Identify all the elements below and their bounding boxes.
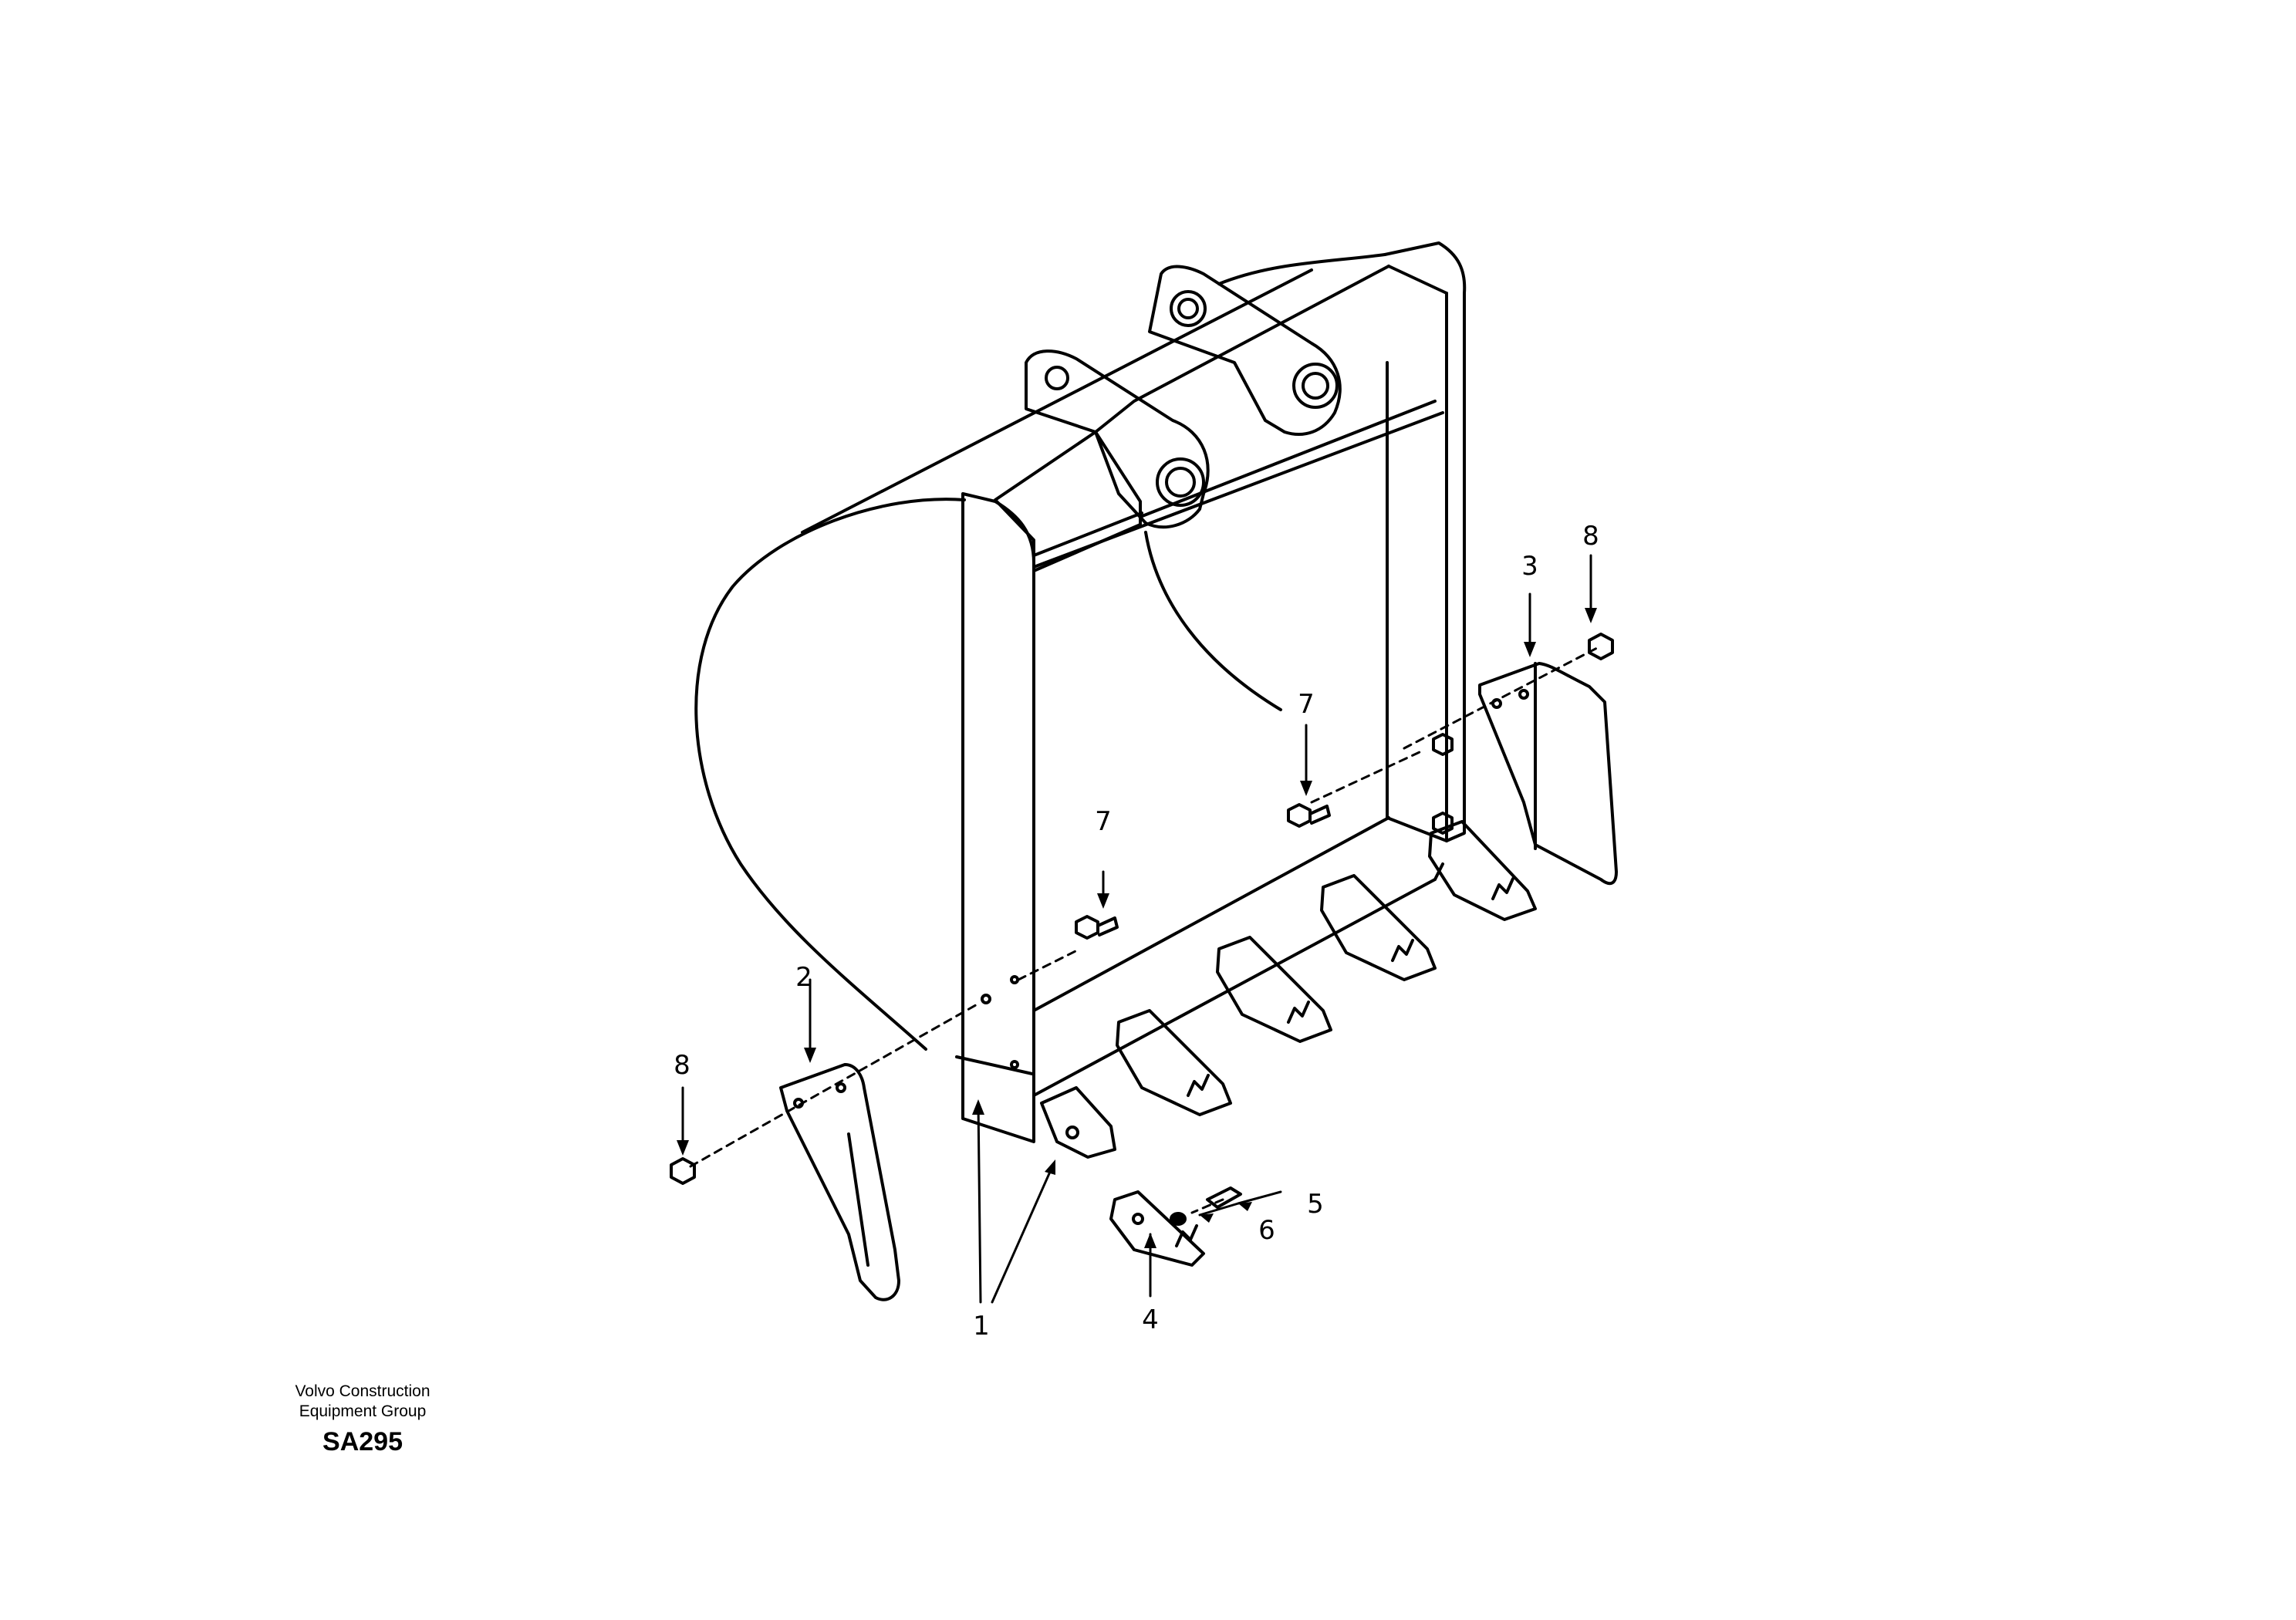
callout-3: 3	[1521, 551, 1538, 582]
callout-8-right: 8	[1582, 521, 1599, 552]
callout-7-right: 7	[1298, 689, 1315, 720]
bolt-right	[1287, 803, 1331, 828]
nut-right	[1588, 633, 1614, 660]
lock-washer	[1170, 1212, 1187, 1226]
nut-left	[670, 1157, 696, 1185]
callout-2: 2	[795, 962, 812, 993]
brand-line-2: Equipment Group	[299, 1402, 427, 1420]
arrowheads	[677, 608, 1597, 1248]
leader-arrows	[681, 554, 1592, 1304]
callout-1: 1	[973, 1311, 990, 1342]
side-cutter-left	[779, 1063, 900, 1301]
callout-5: 5	[1307, 1189, 1324, 1220]
callout-4: 4	[1142, 1304, 1159, 1335]
bolt-left	[1075, 915, 1119, 940]
callout-6: 6	[1258, 1215, 1275, 1246]
callout-7-left: 7	[1095, 806, 1112, 837]
brand-line-1: Volvo Construction	[295, 1382, 430, 1400]
assembly-lines	[689, 646, 1599, 1214]
callout-8-left: 8	[674, 1050, 690, 1081]
bucket-teeth-row	[1040, 820, 1537, 1159]
bucket-body	[694, 241, 1467, 1143]
tooth-part	[1109, 1190, 1205, 1267]
figure-code: SA295	[322, 1427, 403, 1456]
side-cutter-right	[1478, 662, 1618, 886]
mounting-lugs	[1025, 265, 1342, 529]
tooth-pin	[1206, 1186, 1242, 1209]
